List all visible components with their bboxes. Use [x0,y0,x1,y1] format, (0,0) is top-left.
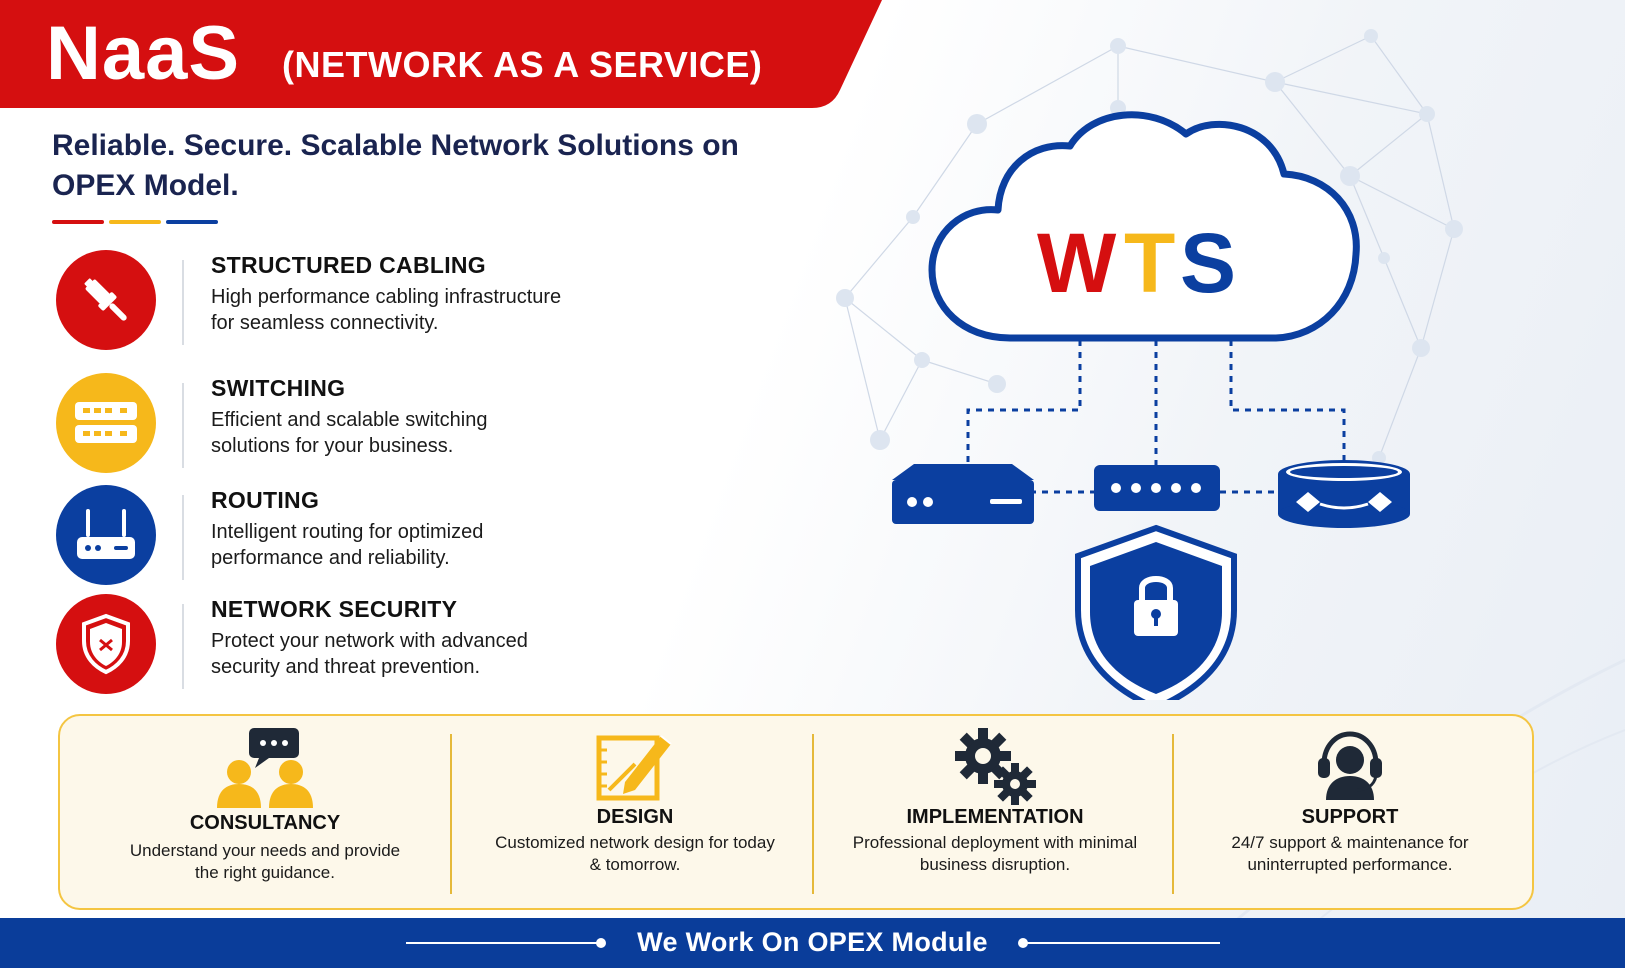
headset-icon [1318,731,1382,800]
shield-icon [56,594,156,694]
step-description: Customized network design for today & to… [495,833,775,874]
service-description: Efficient and scalable switching solutio… [211,409,488,457]
design-icon [596,735,672,801]
footer-banner: We Work On OPEX Module [0,918,1625,968]
step-implementation: IMPLEMENTATION Professional deployment w… [850,716,1140,912]
step-description: Professional deployment with minimal bus… [852,833,1138,874]
service-divider [182,383,184,468]
service-divider [182,260,184,345]
service-title: SWITCHING [211,375,346,401]
connector-lines [966,340,1346,494]
step-separator [1172,734,1174,894]
service-title: ROUTING [211,487,320,513]
step-title: SUPPORT [1301,806,1399,828]
service-structured-cabling: STRUCTURED CABLING High performance cabl… [56,250,696,360]
cloud-letter-s: S [1180,216,1236,310]
step-description: 24/7 support & maintenance for uninterru… [1231,833,1469,874]
service-switching: SWITCHING Efficient and scalable switchi… [56,373,696,483]
step-separator [450,734,452,894]
step-title: IMPLEMENTATION [906,806,1084,828]
step-consultancy: CONSULTANCY Understand your needs and pr… [120,716,410,912]
switch-device-icon [1094,465,1220,511]
footer-line-right [1026,942,1220,944]
router-device-icon [1278,460,1410,528]
footer-dot-left [596,938,606,948]
consultancy-icon [217,728,313,808]
server-icon [892,464,1034,524]
cloud-network-diagram: W T S [892,111,1410,700]
header-banner: NaaS (NETWORK AS A SERVICE) [0,0,890,108]
service-divider [182,604,184,689]
footer-line-left [406,942,600,944]
service-title: NETWORK SECURITY [211,596,458,622]
service-routing: ROUTING Intelligent routing for optimize… [56,485,696,595]
cloud-letter-t: T [1124,216,1175,310]
footer-text: We Work On OPEX Module [637,927,988,957]
step-separator [812,734,814,894]
cable-connector-icon [56,250,156,350]
step-title: CONSULTANCY [189,812,341,834]
tricolor-divider [52,220,218,224]
router-icon [56,485,156,585]
service-description: High performance cabling infrastructure … [211,286,562,334]
banner-shape [0,0,882,108]
lock-shield-icon [1075,524,1237,700]
step-description: Understand your needs and provide the ri… [129,841,401,882]
tagline: Reliable. Secure. Scalable Network Solut… [52,129,739,202]
cloud-letter-w: W [1037,216,1117,310]
step-title: DESIGN [596,806,674,828]
service-network-security: NETWORK SECURITY Protect your network wi… [56,594,696,704]
service-description: Intelligent routing for optimized perfor… [211,521,484,569]
switch-icon [56,373,156,473]
cloud-icon [928,111,1360,342]
service-description: Protect your network with advanced secur… [211,630,528,678]
brand-name: NaaS [46,11,241,96]
gears-icon [955,728,1036,805]
process-panel: CONSULTANCY Understand your needs and pr… [58,714,1534,910]
brand-subtitle: (NETWORK AS A SERVICE) [282,44,763,85]
service-title: STRUCTURED CABLING [211,252,486,278]
service-divider [182,495,184,580]
step-support: SUPPORT 24/7 support & maintenance for u… [1205,716,1495,912]
step-design: DESIGN Customized network design for tod… [490,716,780,912]
footer-dot-right [1018,938,1028,948]
